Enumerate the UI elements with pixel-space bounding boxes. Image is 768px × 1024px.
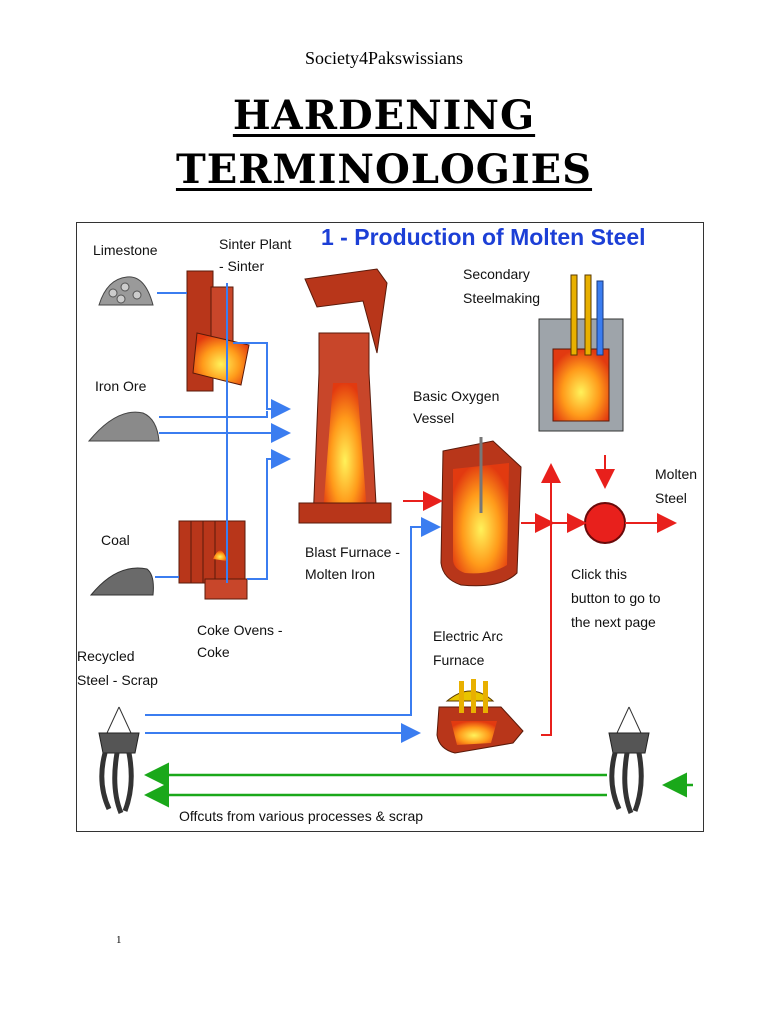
label-coke-ovens: Coke Ovens - — [197, 622, 283, 638]
steel-production-diagram: 1 - Production of Molten Steel Limestone… — [76, 222, 704, 832]
page-title-line2: TERMINOLOGIES — [175, 146, 593, 193]
label-sinter-plant: Sinter Plant — [219, 236, 291, 252]
diagram-title: 1 - Production of Molten Steel — [321, 224, 646, 250]
label-next-page: the next page — [571, 614, 656, 630]
page-number: 1 — [116, 934, 122, 946]
label-steel-scrap: Steel - Scrap — [77, 672, 158, 688]
label-offcuts: Offcuts from various processes & scrap — [179, 808, 423, 824]
page-title-line1: HARDENING — [232, 92, 536, 139]
label-click-this: Click this — [571, 566, 627, 582]
label-iron-ore: Iron Ore — [95, 378, 147, 394]
sinter-plant-icon — [186, 270, 250, 392]
label-electric-arc: Electric Arc — [433, 628, 503, 644]
label-recycled: Recycled — [77, 648, 135, 664]
label-steelmaking: Steelmaking — [463, 290, 540, 306]
label-limestone: Limestone — [93, 242, 158, 258]
label-steel: Steel — [655, 490, 687, 506]
label-blast-furnace: Blast Furnace - — [305, 544, 400, 560]
limestone-pile-icon — [98, 276, 154, 306]
basic-oxygen-vessel-icon — [440, 437, 522, 587]
label-coke: Coke — [197, 644, 230, 660]
iron-ore-pile-icon — [87, 411, 160, 442]
label-basic-oxygen: Basic Oxygen — [413, 388, 499, 404]
next-page-button[interactable] — [584, 502, 626, 544]
scrap-grab-left-icon — [98, 706, 140, 814]
label-coal: Coal — [101, 532, 130, 548]
label-molten: Molten — [655, 466, 697, 482]
raw-material-flow-arrows — [145, 283, 441, 743]
scrap-return-arrows — [144, 762, 693, 808]
scrap-grab-right-icon — [608, 706, 650, 814]
label-button-to-go: button to go to — [571, 590, 661, 606]
label-sinter: - Sinter — [219, 258, 264, 274]
label-furnace: Furnace — [433, 652, 485, 668]
label-molten-iron: Molten Iron — [305, 566, 375, 582]
coal-pile-icon — [89, 567, 154, 596]
label-vessel: Vessel — [413, 410, 454, 426]
electric-arc-furnace-icon — [436, 679, 524, 754]
society-header: Society4Pakswissians — [304, 48, 463, 68]
label-secondary: Secondary — [463, 266, 530, 282]
blast-furnace-icon — [298, 268, 392, 524]
molten-metal-flow-arrows — [403, 455, 677, 736]
coke-ovens-icon — [178, 520, 248, 600]
secondary-steelmaking-icon — [538, 274, 624, 432]
